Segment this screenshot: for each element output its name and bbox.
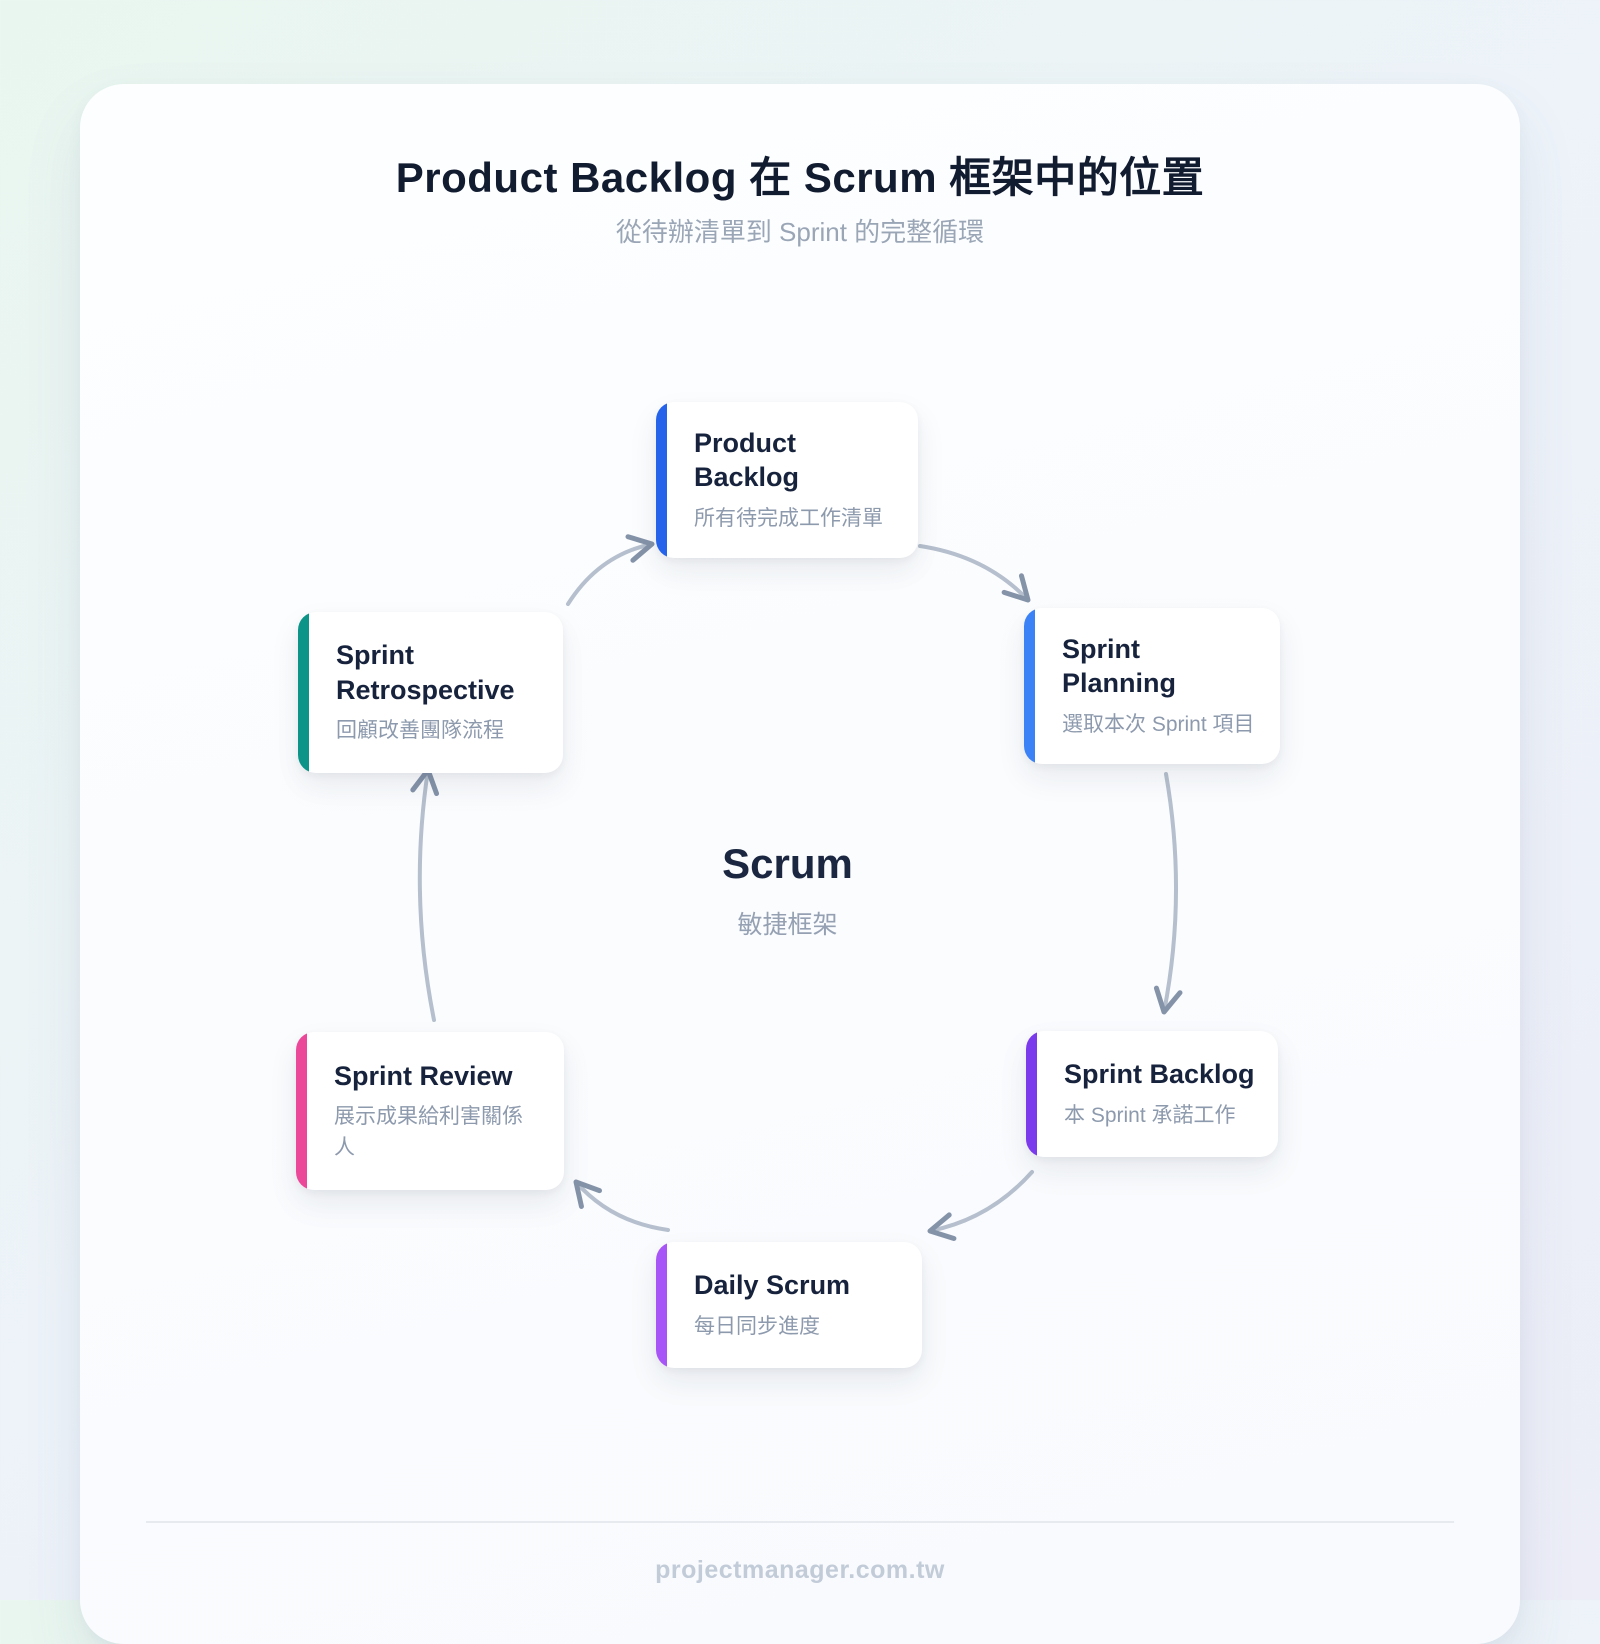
node-description: 每日同步進度 — [694, 1314, 820, 1338]
node-sprint-backlog: Sprint Backlog 本 Sprint 承諾工作 — [1026, 1031, 1278, 1157]
node-description: 所有待完成工作清單 — [694, 506, 883, 530]
accent-bar — [1024, 608, 1035, 764]
arrow-sprint-retrospective-to-product-backlog — [566, 534, 655, 606]
node-product-backlog: Product Backlog 所有待完成工作清單 — [656, 402, 918, 558]
arrow-product-backlog-to-sprint-planning — [918, 544, 1031, 603]
node-title: Product Backlog — [694, 427, 800, 493]
accent-bar — [656, 1242, 667, 1368]
node-title: Sprint Backlog — [1064, 1059, 1255, 1089]
node-description: 展示成果給利害關係人 — [334, 1105, 523, 1159]
node-title: Daily Scrum — [694, 1270, 851, 1300]
accent-bar — [656, 402, 667, 558]
cycle-center-title: Scrum — [722, 840, 853, 887]
node-title: Sprint Retrospective — [336, 640, 515, 705]
cycle-arrows — [410, 534, 1183, 1241]
cycle-center-subtitle: 敏捷框架 — [737, 911, 838, 939]
main-panel — [80, 84, 1520, 1644]
arrow-sprint-backlog-to-daily-scrum — [927, 1170, 1034, 1241]
arrow-sprint-review-to-sprint-retrospective — [410, 767, 440, 1022]
node-sprint-retrospective: Sprint Retrospective 回顧改善團隊流程 — [298, 612, 563, 773]
page-title: Product Backlog 在 Scrum 框架中的位置 — [395, 154, 1205, 201]
node-sprint-review: Sprint Review 展示成果給利害關係人 — [296, 1032, 564, 1190]
accent-bar — [1026, 1031, 1037, 1157]
node-title: Sprint Planning — [1062, 633, 1176, 699]
arrow-sprint-planning-to-sprint-backlog — [1153, 772, 1183, 1015]
node-description: 回顧改善團隊流程 — [336, 719, 504, 743]
cycle-center-label: Scrum 敏捷框架 — [0, 840, 1575, 941]
accent-bar — [298, 612, 309, 773]
node-sprint-planning: Sprint Planning 選取本次 Sprint 項目 — [1024, 608, 1280, 764]
node-title: Sprint Review — [334, 1060, 513, 1091]
node-daily-scrum: Daily Scrum 每日同步進度 — [656, 1242, 922, 1368]
accent-bar — [296, 1032, 307, 1190]
footer-divider — [146, 1521, 1454, 1523]
footer-site-url: projectmanager.com.tw — [655, 1556, 945, 1584]
arrow-daily-scrum-to-sprint-review — [573, 1179, 670, 1232]
node-description: 本 Sprint 承諾工作 — [1064, 1103, 1236, 1127]
node-description: 選取本次 Sprint 項目 — [1062, 712, 1255, 736]
page-subtitle: 從待辦清單到 Sprint 的完整循環 — [615, 217, 985, 247]
